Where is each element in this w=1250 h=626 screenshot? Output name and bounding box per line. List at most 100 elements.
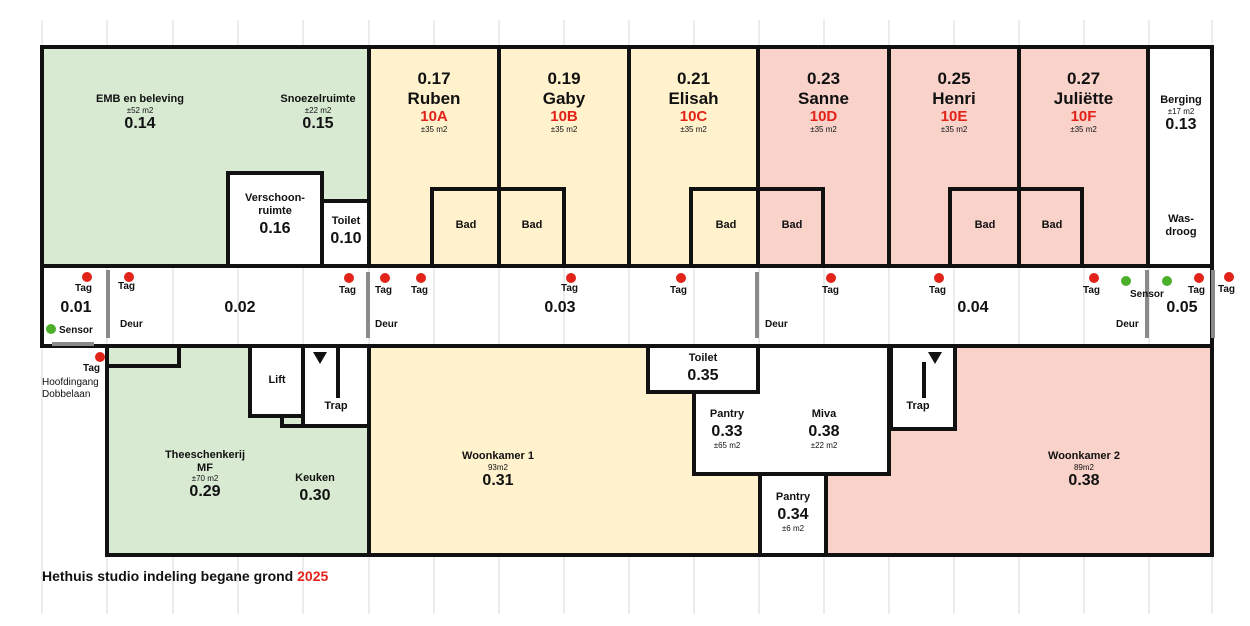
corridor-004: 0.04 (957, 299, 989, 316)
bathroom-label: Bad (521, 219, 543, 231)
room-woonkamer-1: Woonkamer 1 93m2 0.31 (438, 450, 558, 490)
bathroom-label: Bad (1041, 219, 1063, 231)
tag-label: Tag (929, 285, 947, 296)
corridor-003: 0.03 (544, 299, 576, 316)
stairs-label: Trap (324, 400, 348, 412)
studio-area: ±35 m2 (810, 125, 837, 135)
studio-number: 0.23 (806, 69, 841, 88)
bathroom-label: Bad (455, 219, 477, 231)
tag-dot (1089, 273, 1099, 283)
room-verschoon: Verschoon- ruimte 0.16 (230, 192, 320, 239)
studio-code: 10F (1070, 108, 1097, 126)
tag-label: Tag (83, 363, 101, 374)
room-number: 0.15 (302, 114, 334, 132)
studio-code: 10B (550, 108, 578, 126)
room-name: Woonkamer 2 (1048, 450, 1120, 462)
studio-resident: Elisah (668, 88, 719, 108)
studio-resident: Sanne (797, 88, 850, 108)
door-label: Deur (120, 319, 143, 330)
studio-10a: 0.17 Ruben 10A ±35 m2 (371, 69, 497, 135)
room-name: Keuken (295, 472, 335, 484)
main-entrance-label: Hoofdingang Dobbelaan (42, 377, 99, 400)
room-number: 0.29 (189, 483, 221, 501)
room-area: ±6 m2 (781, 524, 805, 534)
door-label: Deur (765, 319, 788, 330)
studio-number: 0.25 (937, 69, 971, 88)
room-number: 0.30 (299, 486, 331, 504)
room-number: 0.38 (1068, 471, 1100, 489)
tag-dot (344, 273, 354, 283)
room-name: Snoezelruimte (280, 93, 356, 105)
studio-code: 10E (940, 108, 968, 126)
studio-10c: 0.21 Elisah 10C ±35 m2 (631, 69, 756, 135)
studio-code: 10D (809, 108, 838, 126)
studio-resident: Gaby (542, 88, 586, 108)
plan-caption: Hethuis studio indeling begane grond 202… (42, 568, 328, 584)
tag-dot (676, 273, 686, 283)
studio-resident: Juliëtte (1053, 88, 1114, 108)
sensor-dot (1121, 276, 1131, 286)
studio-area: ±35 m2 (680, 125, 707, 135)
room-name: Miva (811, 408, 837, 420)
caption-text: Hethuis studio indeling begane grond (42, 568, 298, 584)
door-label: Deur (1116, 319, 1139, 330)
room-name: Woonkamer 1 (462, 450, 534, 462)
stair-arrows (313, 352, 942, 364)
tag-label: Tag (822, 285, 840, 296)
room-name: Toilet (688, 352, 718, 364)
room-name: Verschoon- ruimte (245, 192, 305, 217)
tag-label: Tag (375, 285, 393, 296)
room-berging: Berging ±17 m2 0.13 (1150, 94, 1212, 134)
tag-dot (934, 273, 944, 283)
studio-10d: 0.23 Sanne 10D ±35 m2 (760, 69, 887, 135)
studio-resident: Ruben (407, 88, 461, 108)
tag-dot (566, 273, 576, 283)
room-area: ±22 m2 (810, 441, 838, 451)
tag-label: Tag (1218, 284, 1236, 295)
room-toilet-010: Toilet 0.10 (324, 215, 368, 248)
tag-label: Tag (411, 285, 429, 296)
room-name: EMB en beleving (95, 93, 185, 105)
studio-10b: 0.19 Gaby 10B ±35 m2 (501, 69, 627, 135)
room-number: 0.13 (1165, 115, 1197, 133)
caption-year: 2025 (297, 568, 329, 584)
room-name: Theeschenkerij MF (164, 449, 246, 474)
tag-dot (1224, 272, 1234, 282)
sensor-label: Sensor (59, 325, 93, 336)
room-area: ±17 m2 (1167, 106, 1195, 116)
tag-dot (380, 273, 390, 283)
room-name: Pantry (709, 408, 745, 420)
tag-dot (416, 273, 426, 283)
room-name: Pantry (775, 491, 811, 503)
studio-code: 10A (420, 108, 448, 126)
lift-label: Lift (268, 374, 286, 386)
room-number: 0.10 (330, 229, 362, 247)
room-name: Berging (1160, 94, 1202, 106)
bathroom-label: Bad (715, 219, 737, 231)
room-number: 0.16 (259, 220, 291, 238)
room-pantry-033: Pantry 0.33 ±65 m2 (696, 408, 758, 450)
room-number: 0.38 (808, 422, 840, 440)
room-area: 93m2 (487, 462, 508, 472)
tag-dot (826, 273, 836, 283)
studio-area: ±35 m2 (420, 125, 448, 135)
tag-dot (1194, 273, 1204, 283)
room-miva: Miva 0.38 ±22 m2 (760, 408, 888, 450)
tag-label: Tag (561, 283, 579, 294)
room-keuken: Keuken 0.30 (275, 472, 355, 505)
corridor-001: 0.01 (60, 299, 92, 316)
studio-area: ±35 m2 (1070, 125, 1097, 135)
tag-label: Tag (75, 283, 93, 294)
studio-area: ±35 m2 (550, 125, 578, 135)
tag-label: Tag (118, 281, 136, 292)
room-number: 0.33 (711, 422, 743, 440)
sensor-label: Sensor (1130, 289, 1164, 300)
studio-resident: Henri (932, 88, 976, 108)
tag-label: Tag (339, 285, 357, 296)
door-label: Deur (375, 319, 398, 330)
room-area: ±65 m2 (713, 441, 741, 451)
tag-dot (82, 272, 92, 282)
room-name: Toilet (331, 215, 361, 227)
bathroom-label: Bad (781, 219, 803, 231)
